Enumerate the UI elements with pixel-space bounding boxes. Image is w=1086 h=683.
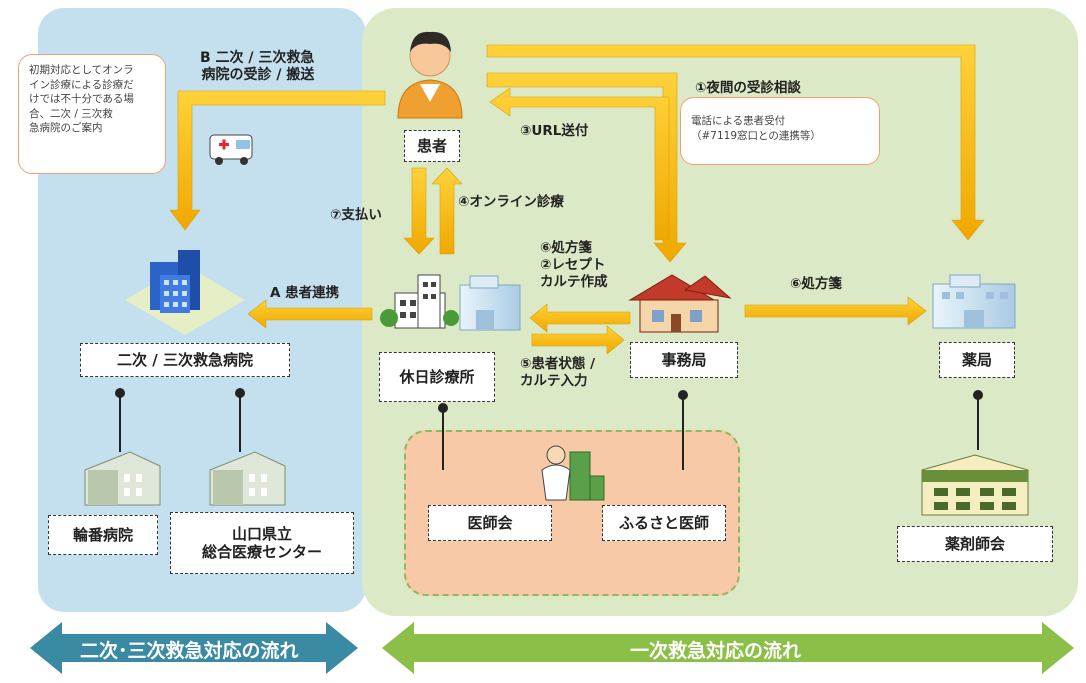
left-info-note: 初期対応としてオンラ イン診療による診療だ けでは不十分である場 合、二次 / …: [18, 54, 166, 174]
note-line: けでは不十分である場: [29, 93, 134, 105]
note-line: 初期対応としてオンラ: [29, 64, 134, 76]
banner-right-arrow: [382, 622, 1074, 674]
ring-hospital-box: 輪番病院: [48, 515, 158, 555]
pharm-assoc-box: 薬剤師会: [897, 526, 1053, 562]
arrow-flow-b: [169, 90, 386, 231]
ambulance-icon: [209, 134, 253, 165]
pharm-assoc-building-icon: [921, 454, 1029, 516]
doctor-icon: [541, 445, 605, 501]
office-box: 事務局: [630, 342, 738, 378]
arrow-patient-pharmacy: [486, 44, 985, 241]
pharmacy-building-icon: [932, 274, 1016, 329]
note-line: （#7119窓口との連携等）: [691, 129, 821, 142]
note-line: 急病院のご案内: [29, 122, 103, 134]
arrow-url-send: [489, 87, 670, 241]
arrow-patient-cooperation: [247, 299, 373, 329]
flow-7-label: ⑦支払い: [330, 207, 382, 223]
arrow-night-consultation: [486, 72, 687, 263]
hospital-box: 二次 / 三次救急病院: [80, 343, 290, 377]
flow-4-label: ④オンライン診療: [458, 194, 564, 210]
clinic-box: 休日診療所: [379, 352, 495, 402]
right-info-note: 電話による患者受付 （#7119窓口との連携等）: [680, 97, 880, 165]
flow-a-label: A 患者連携: [270, 285, 340, 301]
arrow-payment: [403, 167, 435, 255]
doctors-assoc-box: 医師会: [428, 505, 552, 541]
flow-3-label: ③URL送付: [520, 123, 589, 139]
flow-arrows: [169, 44, 985, 355]
flow-1-label: ①夜間の受診相談: [695, 80, 801, 96]
hospital-building-icon: [125, 250, 245, 335]
person-icon: [397, 31, 463, 119]
flow-6-2-label: ⑥処方箋 ②レセプト カルテ作成: [540, 240, 608, 290]
flow-b-label: B 二次 / 三次救急 病院の受診 / 搬送: [200, 50, 315, 83]
arrow-patient-status: [531, 325, 625, 355]
banner-left-label: 二次･三次救急対応の流れ: [80, 640, 299, 662]
patient-box: 患者: [404, 130, 460, 162]
ring-hospital-icon: [84, 451, 161, 506]
prefectural-hospital-icon: [209, 451, 286, 506]
furusato-box: ふるさと医師: [602, 505, 726, 541]
arrow-prescription-receipt: [529, 303, 631, 333]
note-line: 電話による患者受付: [691, 115, 786, 127]
arrow-prescription-pharmacy: [744, 296, 927, 326]
clinic-building-icon: [380, 274, 521, 331]
office-house-icon: [628, 274, 732, 333]
banner-right-label: 一次救急対応の流れ: [630, 640, 802, 662]
note-line: 合、二次 / 三次救: [29, 107, 113, 120]
connector-lines: [115, 388, 983, 470]
arrow-online-consult: [431, 167, 463, 255]
flow-6-right-label: ⑥処方箋: [790, 276, 842, 292]
flow-5-label: ⑤患者状態 / カルテ入力: [520, 356, 596, 389]
banner-left-arrow: [30, 622, 358, 674]
note-line: イン診療による診療だ: [29, 78, 134, 91]
prefectural-hospital-box: 山口県立 総合医療センター: [170, 512, 354, 574]
pharmacy-box: 薬局: [939, 342, 1015, 378]
